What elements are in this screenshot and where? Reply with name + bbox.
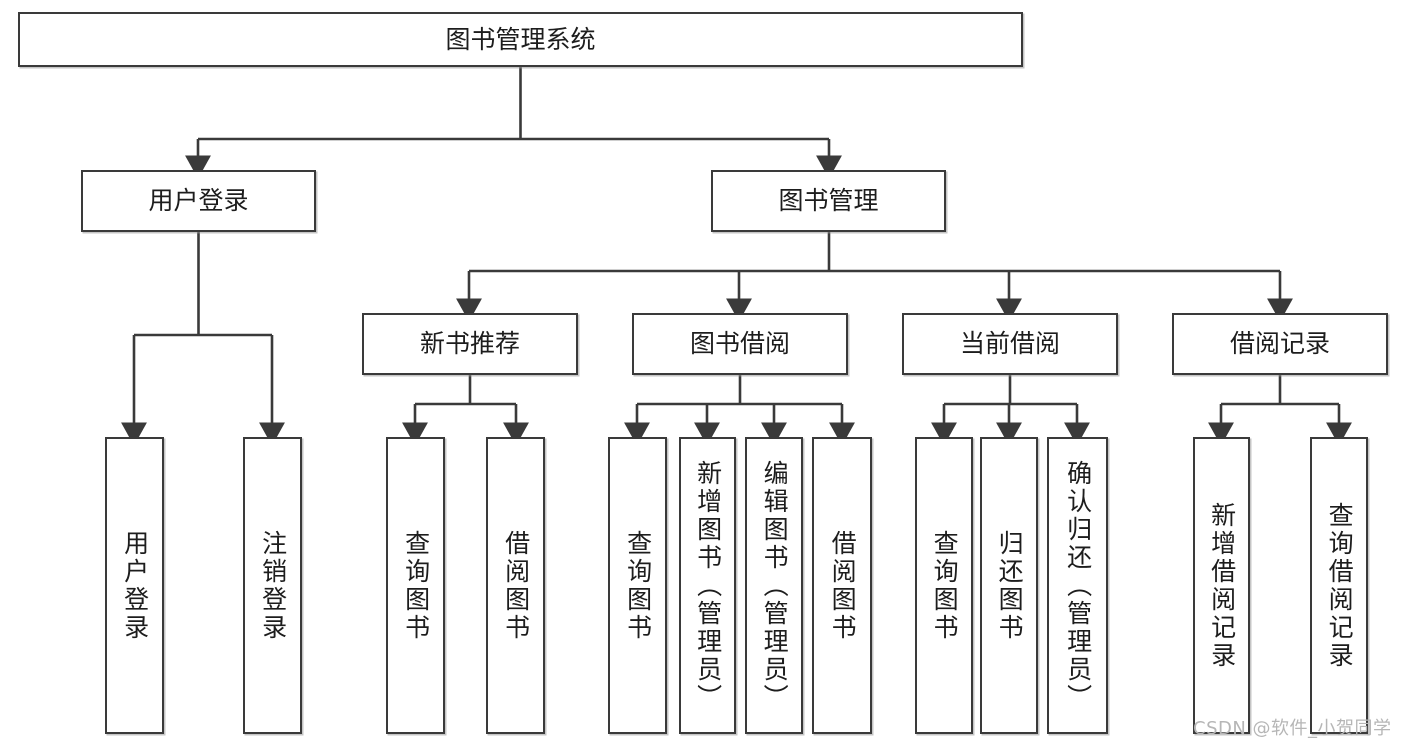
node-leaf-user-login-label: 用户登录 xyxy=(120,529,150,642)
node-leaf-edit-book[interactable]: 编辑图书（管理员） xyxy=(745,437,803,734)
node-leaf-borrow-book-1[interactable]: 借阅图书 xyxy=(486,437,545,734)
node-new-book-rec-label: 新书推荐 xyxy=(419,329,520,359)
node-leaf-borrow-book-2-label: 借阅图书 xyxy=(828,529,858,642)
node-leaf-query-book-1-label: 查询图书 xyxy=(401,529,431,642)
node-leaf-logout-label: 注销登录 xyxy=(258,529,288,642)
node-book-borrow[interactable]: 图书借阅 xyxy=(632,313,848,375)
node-leaf-edit-book-label: 编辑图书（管理员） xyxy=(760,459,790,712)
node-leaf-add-book[interactable]: 新增图书（管理员） xyxy=(679,437,736,734)
node-leaf-return-book-label: 归还图书 xyxy=(995,529,1025,642)
node-current-borrow-label: 当前借阅 xyxy=(959,329,1060,359)
csdn-watermark: CSDN @软件_小贺同学 xyxy=(1193,718,1392,739)
node-borrow-record[interactable]: 借阅记录 xyxy=(1172,313,1388,375)
node-leaf-logout[interactable]: 注销登录 xyxy=(243,437,302,734)
node-new-book-rec[interactable]: 新书推荐 xyxy=(362,313,578,375)
node-user-login[interactable]: 用户登录 xyxy=(81,170,316,232)
node-leaf-query-record[interactable]: 查询借阅记录 xyxy=(1310,437,1368,734)
node-leaf-add-book-label: 新增图书（管理员） xyxy=(693,459,723,712)
node-leaf-add-record-label: 新增借阅记录 xyxy=(1207,501,1237,670)
node-user-login-label: 用户登录 xyxy=(148,186,249,216)
node-leaf-add-record[interactable]: 新增借阅记录 xyxy=(1193,437,1250,734)
node-borrow-record-label: 借阅记录 xyxy=(1229,329,1330,359)
node-leaf-borrow-book-2[interactable]: 借阅图书 xyxy=(812,437,872,734)
node-leaf-query-book-2-label: 查询图书 xyxy=(623,529,653,642)
node-leaf-confirm-return-label: 确认归还（管理员） xyxy=(1063,459,1093,712)
node-leaf-borrow-book-1-label: 借阅图书 xyxy=(501,529,531,642)
node-leaf-query-book-3[interactable]: 查询图书 xyxy=(915,437,973,734)
node-leaf-query-book-1[interactable]: 查询图书 xyxy=(386,437,445,734)
node-leaf-user-login[interactable]: 用户登录 xyxy=(105,437,164,734)
node-leaf-confirm-return[interactable]: 确认归还（管理员） xyxy=(1047,437,1108,734)
node-leaf-query-book-3-label: 查询图书 xyxy=(930,529,960,642)
node-leaf-query-record-label: 查询借阅记录 xyxy=(1325,501,1355,670)
node-current-borrow[interactable]: 当前借阅 xyxy=(902,313,1118,375)
node-leaf-query-book-2[interactable]: 查询图书 xyxy=(608,437,667,734)
node-book-borrow-label: 图书借阅 xyxy=(689,329,790,359)
node-leaf-return-book[interactable]: 归还图书 xyxy=(980,437,1038,734)
node-root-label: 图书管理系统 xyxy=(445,24,596,54)
node-book-manage[interactable]: 图书管理 xyxy=(711,170,946,232)
node-root[interactable]: 图书管理系统 xyxy=(18,12,1023,67)
node-book-manage-label: 图书管理 xyxy=(778,186,879,216)
